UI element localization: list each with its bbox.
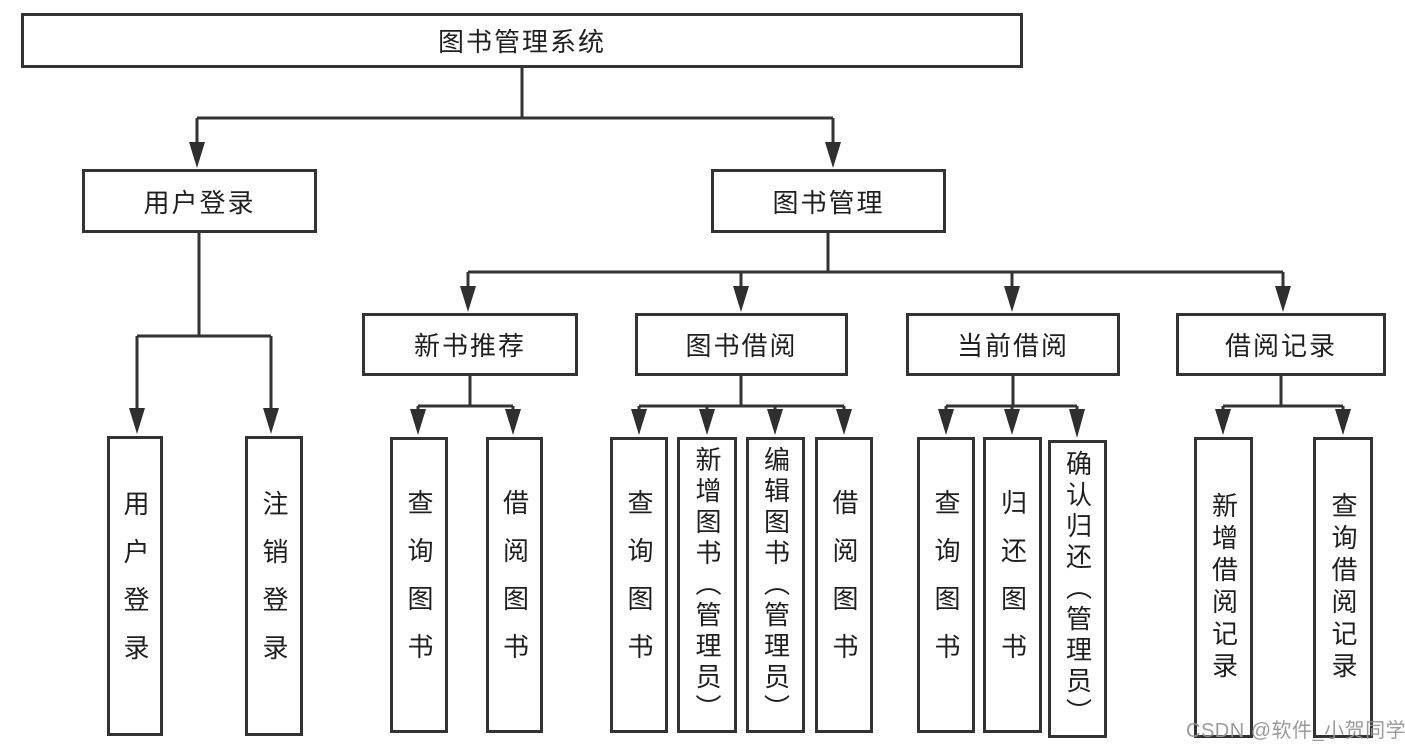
leaf-logout-login-label: 注销登录 [259,490,289,682]
node-book-management: 图书管理 [711,169,946,233]
leaf-borrow-books-recommend: 借阅图书 [486,437,543,733]
node-borrowing-records: 借阅记录 [1176,313,1386,376]
arrowhead [836,409,852,435]
arrowhead [767,409,783,435]
leaf-query-books-borrowing-label: 查询图书 [624,489,654,681]
arrowhead [460,286,476,312]
node-current-borrowing: 当前借阅 [906,313,1120,376]
arrowhead [938,409,954,435]
arrowhead [1004,286,1020,312]
leaf-borrow-books-borrowing: 借阅图书 [815,437,873,733]
arrowhead [1004,409,1020,435]
arrowhead [1215,409,1231,435]
leaf-borrow-books-borrowing-label: 借阅图书 [829,489,859,681]
arrowhead [1069,409,1085,438]
node-borrowing-records-label: 借阅记录 [1224,331,1337,361]
leaf-logout-login: 注销登录 [245,436,303,736]
node-book-borrowing: 图书借阅 [635,313,848,376]
leaf-add-borrow-record-label: 新增借阅记录 [1208,491,1239,684]
leaf-user-login-label: 用户登录 [120,490,150,682]
leaf-return-books: 归还图书 [983,437,1042,733]
node-book-management-label: 图书管理 [772,187,885,218]
leaf-add-book-admin-label: 新增图书（管理员） [692,445,722,725]
leaf-confirm-return-admin-label: 确认归还（管理员） [1062,449,1093,729]
node-library-system: 图书管理系统 [21,13,1023,68]
leaf-add-book-admin: 新增图书（管理员） [677,437,737,733]
leaf-edit-book-admin: 编辑图书（管理员） [746,437,805,733]
leaf-query-books-recommend-label: 查询图书 [404,489,434,681]
leaf-return-books-label: 归还图书 [997,489,1028,681]
arrowhead [410,409,426,435]
arrowhead [699,409,715,435]
leaf-query-books-recommend: 查询图书 [390,437,448,733]
node-library-system-label: 图书管理系统 [437,27,606,57]
leaf-borrow-books-recommend-label: 借阅图书 [499,489,530,681]
leaf-edit-book-admin-label: 编辑图书（管理员） [760,445,791,725]
arrowhead [825,142,841,168]
arrowhead [129,408,145,434]
leaf-confirm-return-admin: 确认归还（管理员） [1048,440,1107,738]
leaf-user-login: 用户登录 [107,436,163,736]
node-new-book-recommendation: 新书推荐 [362,313,578,376]
arrowhead [263,408,279,434]
node-new-book-recommendation-label: 新书推荐 [413,331,526,361]
leaf-query-books-borrowing: 查询图书 [610,437,668,733]
node-user-login-label: 用户登录 [143,187,256,218]
csdn-watermark: CSDN @软件_小贺同学 [1186,720,1405,742]
leaf-query-books-current: 查询图书 [917,437,975,733]
node-book-borrowing-label: 图书借阅 [685,331,798,361]
node-current-borrowing-label: 当前借阅 [956,331,1069,361]
leaf-add-borrow-record: 新增借阅记录 [1194,437,1253,738]
node-user-login: 用户登录 [82,169,317,233]
leaf-query-books-current-label: 查询图书 [931,489,961,681]
arrowhead [631,409,647,435]
arrowhead [1335,409,1351,435]
arrowhead [189,142,205,168]
arrowhead [733,286,749,312]
leaf-query-borrow-record-label: 查询借阅记录 [1328,491,1358,684]
arrowhead [1275,286,1291,312]
leaf-query-borrow-record: 查询借阅记录 [1313,437,1373,738]
arrowhead [505,409,521,435]
connector-rails [137,68,1343,408]
